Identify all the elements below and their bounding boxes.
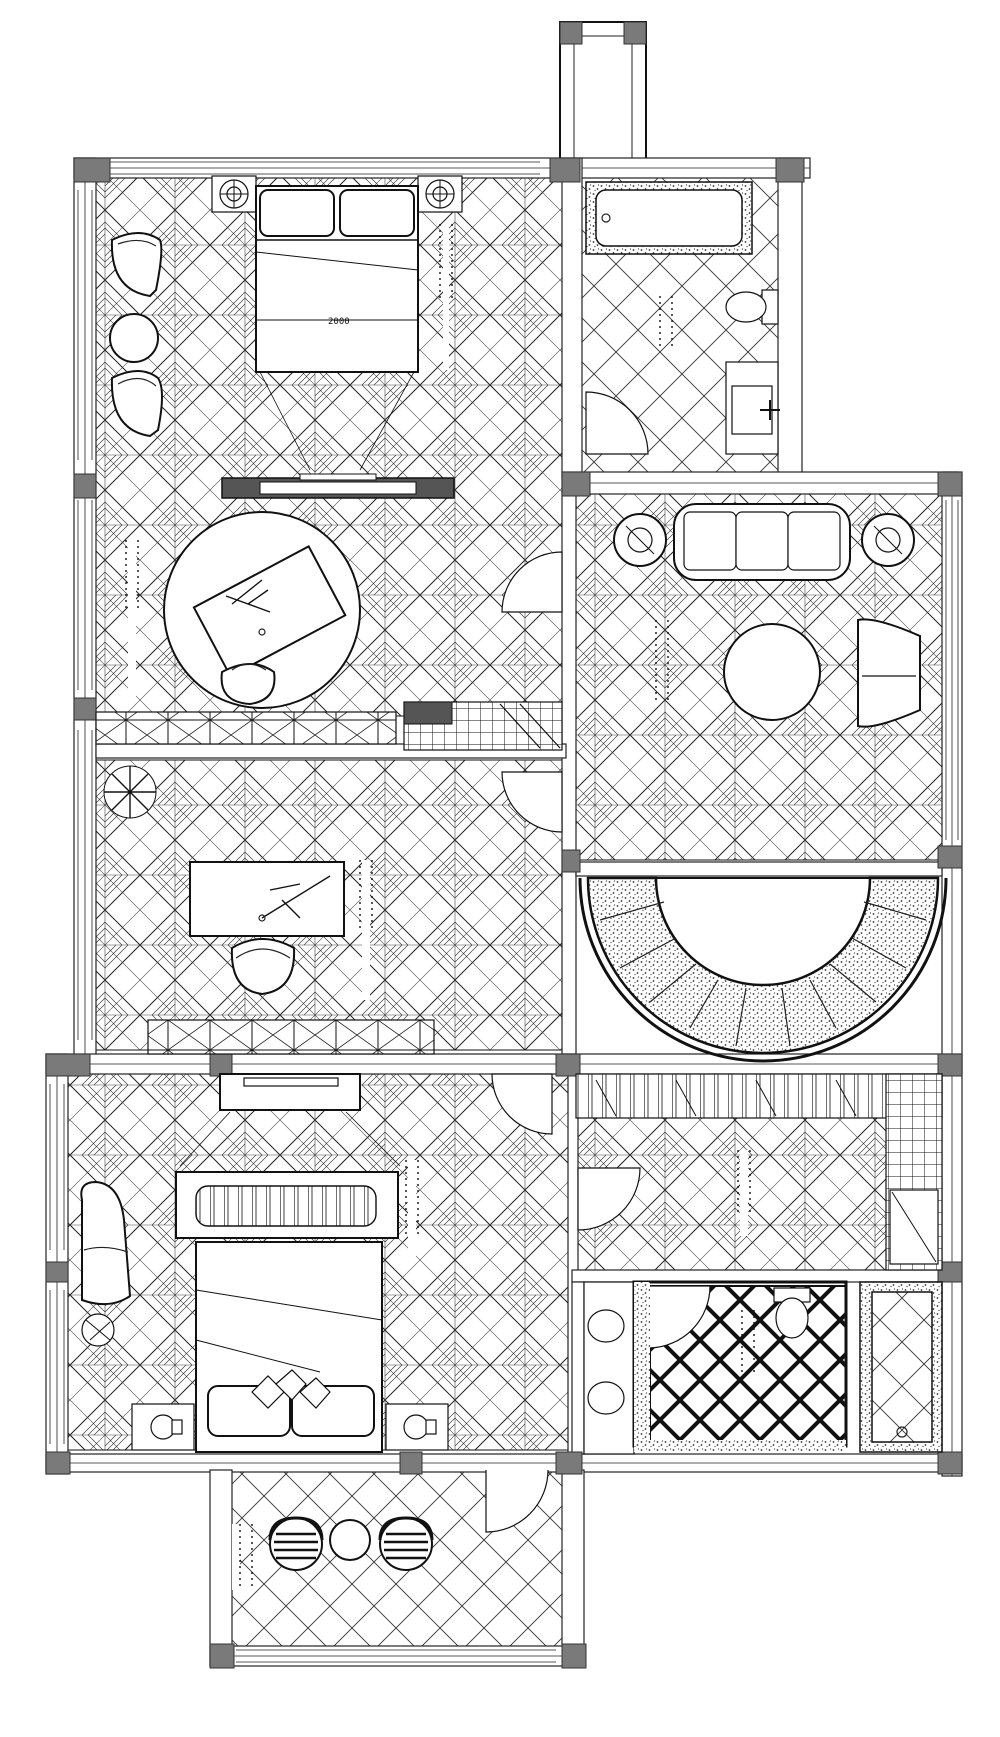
side-table-round xyxy=(109,313,159,363)
dimension-ticks-bed xyxy=(439,224,453,370)
potted-plant xyxy=(103,765,157,819)
study-corner xyxy=(125,511,361,709)
spiral-staircase xyxy=(578,876,948,1063)
chaise-lounge xyxy=(80,1180,132,1347)
armchair-lounge xyxy=(857,618,921,728)
lounge xyxy=(613,503,921,728)
double-bed-2 xyxy=(195,1241,383,1453)
door-swing-bedroom2 xyxy=(491,1073,553,1135)
door-swing-study xyxy=(501,551,563,833)
hall xyxy=(575,1073,943,1271)
nightstand-2-left xyxy=(131,1403,195,1451)
bedroom-2 xyxy=(80,1073,553,1453)
double-bed: 2000 xyxy=(255,185,419,373)
toilet xyxy=(725,289,779,325)
armchair-top xyxy=(110,232,163,298)
study-room xyxy=(103,765,435,1055)
windows xyxy=(49,161,959,1663)
nightstand-left xyxy=(211,175,257,213)
round-coffee-table xyxy=(723,623,821,721)
door-swing-bath1 xyxy=(585,391,649,455)
study-chair xyxy=(230,938,296,996)
double-vanity xyxy=(583,1281,635,1455)
balcony-chair-left xyxy=(268,1516,324,1571)
wardrobe-row-2 xyxy=(147,1019,435,1055)
wardrobe-row-1 xyxy=(95,711,397,745)
study-desk xyxy=(189,861,345,937)
shaft-structure xyxy=(559,21,647,183)
balcony-table xyxy=(329,1519,371,1561)
bathroom-1 xyxy=(585,181,780,455)
straight-stair xyxy=(575,1073,943,1119)
nightstand-2-right xyxy=(385,1403,449,1451)
side-table-right xyxy=(861,513,915,567)
shower-tub xyxy=(859,1281,943,1453)
door-swing-hall xyxy=(577,1167,641,1231)
nightstand-right xyxy=(417,175,463,213)
structural-columns xyxy=(45,157,963,1669)
toilet-2 xyxy=(773,1287,811,1339)
bedroom-1: 2000 xyxy=(109,175,463,499)
bathtub xyxy=(585,181,753,255)
balcony-chair-right xyxy=(378,1516,434,1571)
bed-size-label: 2000 xyxy=(328,317,350,327)
desk-chair xyxy=(220,663,276,706)
side-table-left xyxy=(613,513,667,567)
armchair-bottom xyxy=(110,370,163,438)
vanity-sink xyxy=(725,361,780,455)
short-stair xyxy=(403,701,563,751)
bathroom-2 xyxy=(583,1280,943,1455)
balcony xyxy=(232,1469,549,1590)
tv-cabinet xyxy=(221,473,455,499)
dresser xyxy=(219,1073,361,1111)
sofa-three-seat xyxy=(673,503,851,581)
bench-with-slats xyxy=(175,1171,399,1239)
